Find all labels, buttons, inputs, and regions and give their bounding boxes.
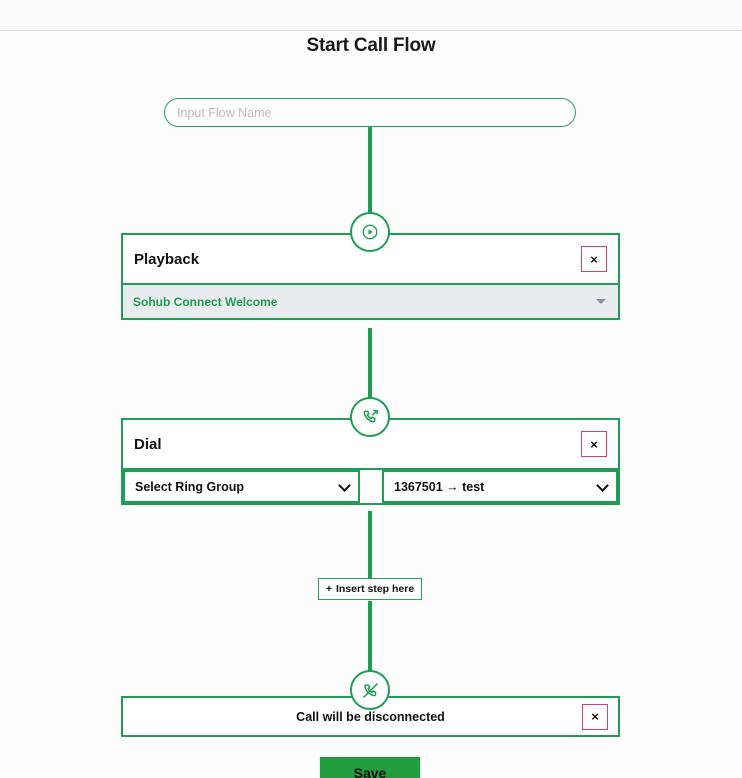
page-title: Start Call Flow <box>306 35 436 56</box>
call-flow-canvas: Start Call Flow Playback × Sohub Connect… <box>0 31 742 778</box>
call-disconnect-icon <box>350 670 390 710</box>
playback-card-header: Playback × <box>123 235 618 285</box>
remove-dial-button[interactable]: × <box>581 431 607 457</box>
remove-disconnect-button[interactable]: × <box>582 703 608 730</box>
phone-outgoing-icon <box>350 397 390 437</box>
chevron-down-icon <box>596 478 609 492</box>
connector-line-1 <box>368 127 372 213</box>
top-bar <box>0 0 742 31</box>
playback-audio-select[interactable]: Sohub Connect Welcome <box>123 285 618 318</box>
chevron-down-icon <box>338 478 351 492</box>
insert-step-label: Insert step here <box>335 583 415 595</box>
node-card-dial: Dial × Select Ring Group 1367501 → test <box>121 418 620 505</box>
dial-select-divider <box>360 470 382 503</box>
disconnect-text: Call will be disconnected <box>296 709 445 724</box>
caller-id-value: 1367501 → test <box>394 479 485 494</box>
play-circle-icon <box>350 212 390 252</box>
insert-step-button[interactable]: + Insert step here <box>318 578 422 600</box>
playback-audio-value: Sohub Connect Welcome <box>133 294 278 309</box>
dial-selects-row: Select Ring Group 1367501 → test <box>123 470 618 503</box>
save-button[interactable]: Save <box>320 757 420 778</box>
chevron-down-icon <box>596 299 606 304</box>
ring-group-select[interactable]: Select Ring Group <box>123 470 360 503</box>
plus-icon: + <box>325 583 332 595</box>
ring-group-value: Select Ring Group <box>135 479 245 494</box>
caller-id-select[interactable]: 1367501 → test <box>382 470 618 503</box>
remove-playback-button[interactable]: × <box>581 246 607 272</box>
dial-card-header: Dial × <box>123 420 618 470</box>
connector-line-4 <box>368 601 372 671</box>
flow-name-input[interactable] <box>164 98 576 127</box>
connector-line-2 <box>368 328 372 398</box>
connector-line-3 <box>368 511 372 579</box>
flow-name-field-wrapper <box>164 98 576 127</box>
dial-title: Dial <box>134 435 162 453</box>
playback-title: Playback <box>134 250 200 268</box>
